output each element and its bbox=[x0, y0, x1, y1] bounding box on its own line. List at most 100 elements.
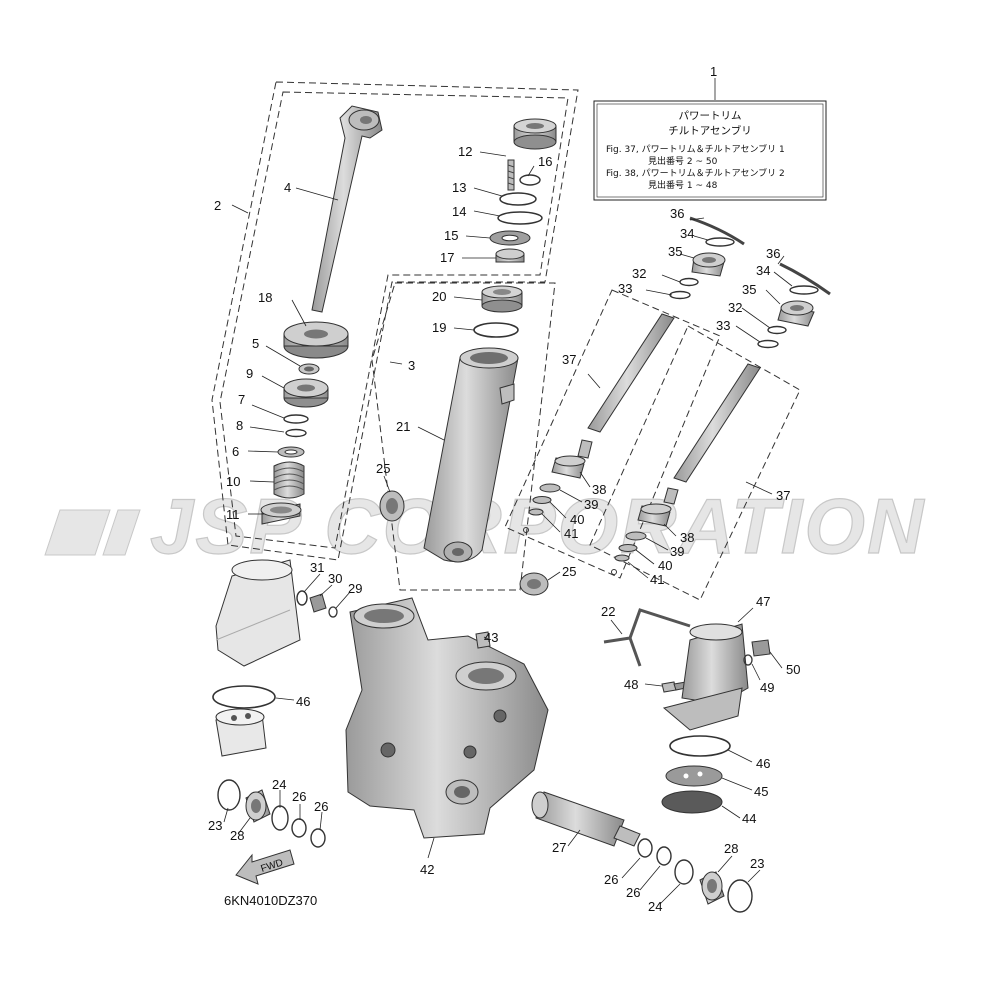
part-37b-trim-rod bbox=[663, 363, 761, 505]
callout-24b: 24 bbox=[648, 899, 662, 914]
callout-23b: 23 bbox=[750, 856, 764, 871]
callout-34b: 34 bbox=[756, 263, 770, 278]
callout-25b: 25 bbox=[562, 564, 576, 579]
part-11-free-piston bbox=[260, 502, 302, 525]
callout-38a: 38 bbox=[592, 482, 606, 497]
part-8-ring bbox=[285, 428, 307, 438]
callout-45: 45 bbox=[754, 784, 768, 799]
callout-3: 3 bbox=[408, 358, 415, 373]
part-36a-clip bbox=[689, 216, 745, 246]
callout-28b: 28 bbox=[724, 841, 738, 856]
part-25b-bushing bbox=[519, 572, 549, 596]
part-29-ring bbox=[328, 606, 338, 618]
callout-14: 14 bbox=[452, 204, 466, 219]
part-14-ring bbox=[497, 211, 543, 225]
part-41b-valve bbox=[611, 554, 630, 575]
part-27-shaft bbox=[531, 791, 641, 847]
part-37a-trim-rod bbox=[577, 313, 675, 459]
callout-19: 19 bbox=[432, 320, 446, 335]
part-36b-clip bbox=[779, 262, 831, 296]
part-50-cap bbox=[751, 639, 771, 657]
callout-13: 13 bbox=[452, 180, 466, 195]
callout-46a: 46 bbox=[296, 694, 310, 709]
part-44-filter bbox=[661, 790, 723, 814]
part-26b-ring bbox=[310, 828, 326, 848]
callout-1: 1 bbox=[710, 64, 717, 79]
part-35a-ram-cap bbox=[691, 252, 726, 277]
reference-line-3: Fig. 38, パワートリム＆チルトアセンブリ 2 bbox=[606, 167, 785, 179]
callout-33b: 33 bbox=[716, 318, 730, 333]
callout-39a: 39 bbox=[584, 497, 598, 512]
callout-30: 30 bbox=[328, 571, 342, 586]
part-21-tilt-cylinder bbox=[423, 347, 519, 563]
callout-32b: 32 bbox=[728, 300, 742, 315]
callout-6: 6 bbox=[232, 444, 239, 459]
part-13-ring bbox=[499, 192, 537, 206]
reference-title-2: チルトアセンブリ bbox=[668, 124, 751, 137]
callout-22: 22 bbox=[601, 604, 615, 619]
assembly-37-right bbox=[589, 325, 801, 601]
callout-41b: 41 bbox=[650, 572, 664, 587]
part-49-ring bbox=[743, 654, 753, 666]
part-35b-ram-cap bbox=[777, 300, 815, 327]
callout-5: 5 bbox=[252, 336, 259, 351]
callout-36a: 36 bbox=[670, 206, 684, 221]
part-20-gland bbox=[481, 285, 523, 313]
callout-33a: 33 bbox=[618, 281, 632, 296]
part-47-reservoir bbox=[662, 623, 749, 731]
part-23a-ring bbox=[217, 779, 241, 811]
callout-labels: 2 4 18 5 9 7 8 6 10 11 12 16 13 14 15 17… bbox=[208, 144, 800, 914]
callout-35a: 35 bbox=[668, 244, 682, 259]
callout-36b: 36 bbox=[766, 246, 780, 261]
callout-47: 47 bbox=[756, 594, 770, 609]
callout-9: 9 bbox=[246, 366, 253, 381]
callout-40a: 40 bbox=[570, 512, 584, 527]
callout-38b: 38 bbox=[680, 530, 694, 545]
callout-17: 17 bbox=[440, 250, 454, 265]
callout-11: 11 bbox=[226, 507, 240, 522]
part-40b-ring bbox=[618, 544, 638, 552]
leader-lines bbox=[223, 151, 793, 905]
part-26d-ring bbox=[656, 846, 672, 866]
part-40a-ring bbox=[532, 496, 552, 504]
callout-41a: 41 bbox=[564, 526, 578, 541]
part-15-washer bbox=[489, 230, 531, 246]
part-46b-oring bbox=[669, 735, 731, 757]
part-5-oring bbox=[298, 363, 320, 375]
callout-50: 50 bbox=[786, 662, 800, 677]
callout-23a: 23 bbox=[208, 818, 222, 833]
callout-2: 2 bbox=[214, 198, 221, 213]
assembly-37-left bbox=[504, 289, 721, 579]
part-33a-ring bbox=[669, 290, 691, 300]
callout-26a: 26 bbox=[292, 789, 306, 804]
part-7-ring bbox=[283, 414, 309, 424]
part-12-bolt bbox=[507, 159, 515, 191]
drawing-code: 6KN4010DZ370 bbox=[224, 893, 317, 908]
part-28a-plug bbox=[245, 789, 271, 823]
part-10-spring bbox=[273, 461, 305, 499]
callout-12: 12 bbox=[458, 144, 472, 159]
callout-34a: 34 bbox=[680, 226, 694, 241]
callout-24a: 24 bbox=[272, 777, 286, 792]
assembly-2-outline bbox=[211, 81, 579, 561]
callout-49: 49 bbox=[760, 680, 774, 695]
part-6-washer bbox=[277, 446, 305, 458]
callout-26d: 26 bbox=[626, 885, 640, 900]
callout-7: 7 bbox=[238, 392, 245, 407]
callout-32a: 32 bbox=[632, 266, 646, 281]
part-9-piston bbox=[283, 378, 329, 408]
part-45-plate bbox=[665, 765, 723, 787]
part-17-bushing bbox=[495, 248, 525, 263]
callout-20: 20 bbox=[432, 289, 446, 304]
callout-35b: 35 bbox=[742, 282, 756, 297]
reference-line-1: Fig. 37, パワートリム＆チルトアセンブリ 1 bbox=[606, 143, 785, 155]
assembly-2-inner bbox=[219, 91, 569, 549]
watermark-text: JSP CORPORATION bbox=[150, 482, 925, 570]
callout-37a: 37 bbox=[562, 352, 576, 367]
reference-box: 1 パワートリム チルトアセンブリ Fig. 37, パワートリム＆チルトアセン… bbox=[593, 64, 827, 201]
fwd-arrow-icon: FWD bbox=[235, 849, 295, 885]
part-23b-ring bbox=[727, 879, 753, 913]
assembly-boundaries bbox=[211, 81, 801, 601]
part-25a-bushing bbox=[379, 490, 405, 522]
